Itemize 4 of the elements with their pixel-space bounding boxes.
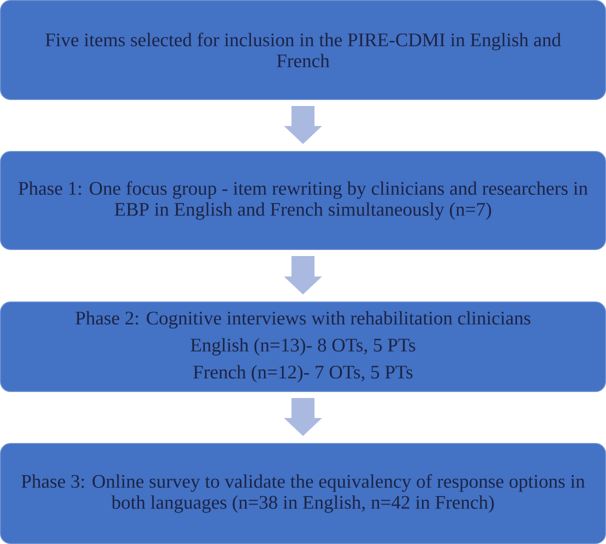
process-box: Phase 3: Online survey to validate the equivalency of response options in both languages (n=38 in English, n=42 in French) <box>0 443 606 544</box>
process-box: Phase 1: One focus group - item rewriting by clinicians and researchers in EBP in English and French simultaneously (n=7) <box>0 151 606 250</box>
process-box: Five items selected for inclusion in the PIRE-CDMI in English and French <box>0 0 606 100</box>
process-box: Phase 2: Cognitive interviews with rehabilitation clinicians English (n=13)- 8 OTs, 5 PTs French (n=12)- 7 OTs, 5 PTs <box>0 302 606 392</box>
